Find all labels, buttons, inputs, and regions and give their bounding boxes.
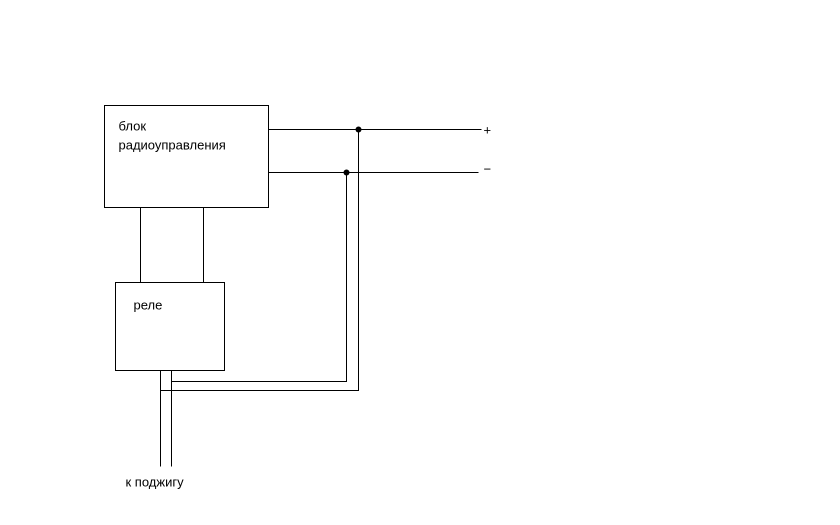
box-radio-control-unit bbox=[104, 105, 269, 208]
wire-plus-drop-wire bbox=[160, 129, 359, 391]
label-plus-terminal: + bbox=[484, 123, 492, 138]
relay-label-line-0: реле bbox=[134, 298, 163, 313]
wire-minus-drop-wire bbox=[171, 172, 347, 382]
label-igniter: к поджигу bbox=[126, 475, 185, 490]
radio-control-unit-label-line-0: блок bbox=[119, 119, 147, 134]
label-minus-terminal: − bbox=[484, 162, 492, 177]
radio-control-unit-label-line-1: радиоуправления bbox=[119, 138, 226, 153]
diagram-layer: блок радиоуправления реле + − к поджигу bbox=[104, 105, 492, 490]
box-relay bbox=[115, 282, 225, 371]
plus-junction-dot bbox=[355, 126, 362, 133]
minus-junction-dot bbox=[343, 169, 350, 176]
